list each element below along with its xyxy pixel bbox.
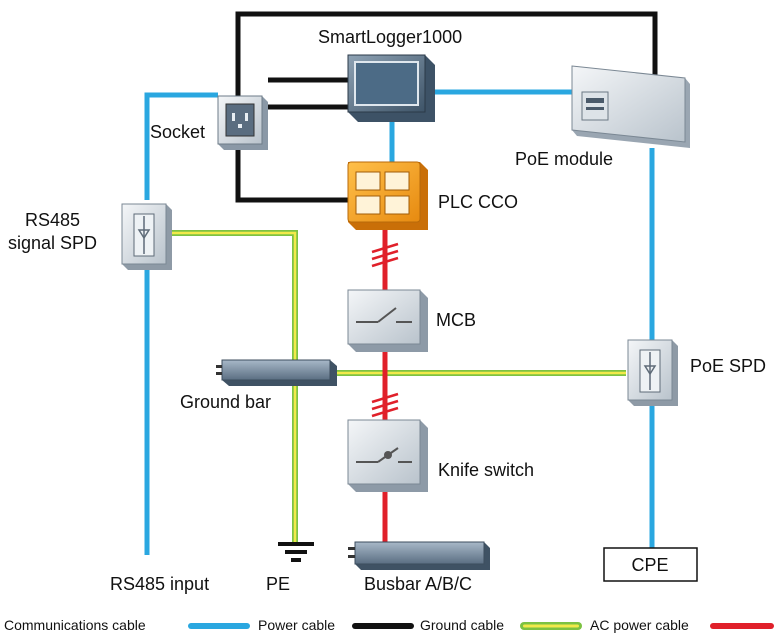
label-busbar: Busbar A/B/C bbox=[364, 574, 472, 594]
legend-swatch-communications bbox=[188, 623, 250, 629]
label-plc-cco: PLC CCO bbox=[438, 192, 518, 212]
label-rs485-spd-line1: RS485 bbox=[25, 210, 80, 230]
label-ground-bar: Ground bar bbox=[180, 392, 271, 412]
label-rs485-input: RS485 input bbox=[110, 574, 209, 594]
plc-cco-device bbox=[347, 161, 428, 230]
power-cables bbox=[235, 11, 658, 203]
ac-three-phase-marks-lower bbox=[371, 392, 399, 418]
label-knife-switch: Knife switch bbox=[438, 460, 534, 480]
legend-label-communications: Communications cable bbox=[4, 617, 146, 633]
ac-three-phase-marks-upper bbox=[371, 242, 399, 268]
label-socket: Socket bbox=[150, 122, 205, 142]
communications-cables bbox=[144, 89, 655, 555]
label-cpe: CPE bbox=[631, 555, 668, 575]
power-cable-top-loop bbox=[235, 11, 658, 100]
label-pe: PE bbox=[266, 574, 290, 594]
poe-module-device bbox=[571, 65, 690, 148]
ac-power-cables bbox=[371, 228, 399, 542]
legend-label-power: Power cable bbox=[258, 617, 335, 633]
power-cable-socket-to-plc bbox=[235, 150, 348, 203]
comm-cable-rs485-up bbox=[144, 92, 218, 200]
socket-device bbox=[217, 95, 268, 150]
ground-bar-device bbox=[216, 359, 337, 386]
knife-switch-device bbox=[347, 419, 428, 492]
ground-cable-rs485 bbox=[172, 230, 298, 542]
earth-symbol-icon bbox=[278, 542, 314, 562]
cpe-device bbox=[603, 547, 698, 582]
legend: Communications cable Power cable Ground … bbox=[4, 617, 774, 633]
label-poe-spd: PoE SPD bbox=[690, 356, 766, 376]
label-rs485-spd-line2: signal SPD bbox=[8, 233, 97, 253]
mcb-device bbox=[347, 289, 428, 352]
label-smartlogger: SmartLogger1000 bbox=[318, 27, 462, 47]
ground-cables bbox=[172, 230, 626, 542]
legend-label-ground: Ground cable bbox=[420, 617, 504, 633]
smartlogger-device bbox=[347, 54, 435, 122]
label-poe-module: PoE module bbox=[515, 149, 613, 169]
legend-swatch-ac-power bbox=[710, 623, 774, 629]
rs485-spd-device bbox=[121, 203, 172, 270]
legend-swatch-power bbox=[352, 623, 414, 629]
legend-label-ac-power: AC power cable bbox=[590, 617, 689, 633]
busbar-device bbox=[348, 541, 490, 570]
poe-spd-device bbox=[627, 339, 678, 406]
label-mcb: MCB bbox=[436, 310, 476, 330]
